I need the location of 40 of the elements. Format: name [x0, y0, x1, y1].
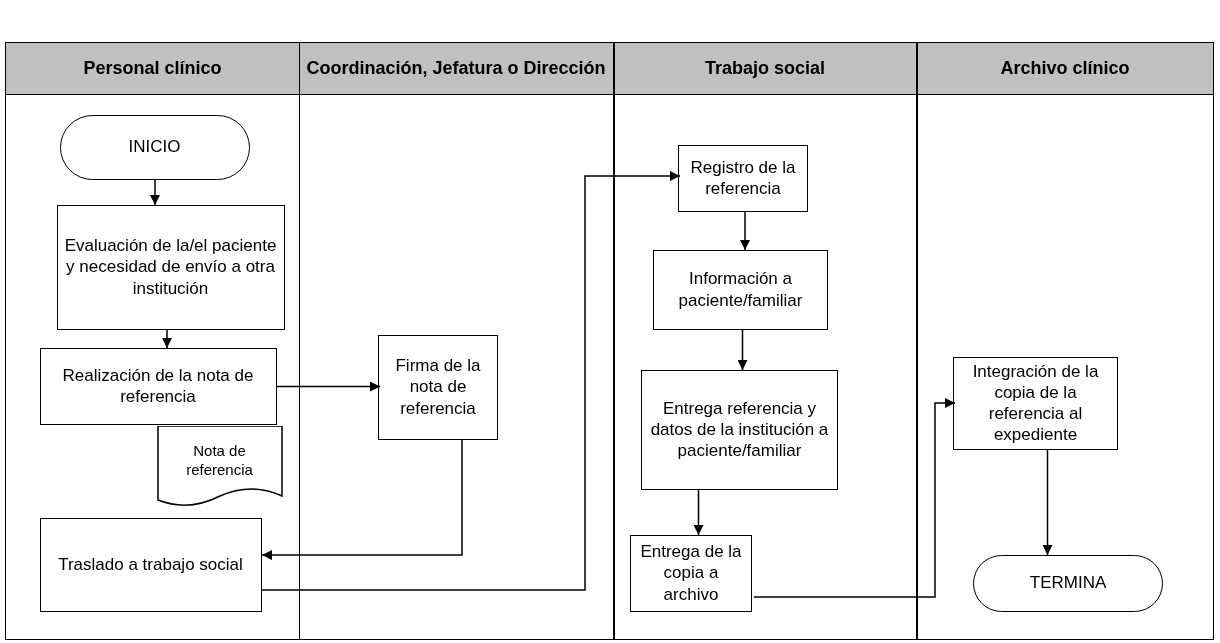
process-box: [39, 517, 262, 612]
node-label: Integración de la copia de la referencia al expediente: [971, 360, 1100, 446]
node-label: INICIO: [128, 136, 181, 158]
arrow: [150, 179, 160, 206]
swimlane: [613, 42, 917, 640]
node-label: Entrega referencia y datos de la institución a paciente/familiar: [649, 397, 830, 462]
arrow: [276, 381, 381, 392]
node-label: Entrega de la copia a archivo: [639, 541, 743, 605]
arrow: [737, 329, 748, 371]
process-box: [953, 356, 1118, 450]
process-box: [678, 144, 808, 212]
lane-header: Archivo clínico: [917, 43, 1213, 95]
lane-header: Personal clínico: [6, 43, 299, 95]
arrow: [740, 211, 750, 251]
node-label: Realización de la nota de referencia: [61, 364, 255, 408]
swimlane: [5, 42, 300, 640]
node-label: Evaluación de la/el paciente y necesidad de envío a otra institución: [63, 235, 278, 299]
process-box: [630, 534, 752, 612]
arrow: [1042, 449, 1053, 556]
node-label: Información a paciente/familiar: [677, 268, 804, 311]
process-box: [641, 369, 838, 490]
swimlane: [916, 42, 1214, 640]
arrow: [753, 398, 956, 598]
node-label: Registro de la referencia: [689, 156, 797, 200]
arrow: [693, 489, 704, 536]
swimlane: [298, 42, 614, 640]
process-box: [39, 347, 277, 425]
arrow: [162, 329, 172, 349]
lane-header: Coordinación, Jefatura o Dirección: [299, 43, 613, 95]
node-label: TERMINA: [1029, 572, 1107, 594]
terminator-shape: [973, 554, 1163, 612]
lane-header: Trabajo social: [614, 43, 916, 95]
node-label: Nota de referencia: [185, 441, 254, 480]
process-box: [378, 334, 498, 440]
node-label: Traslado a trabajo social: [58, 553, 243, 576]
node-label: Firma de la nota de referencia: [394, 355, 482, 419]
process-box: [56, 204, 285, 330]
arrow: [261, 439, 463, 560]
arrow: [261, 171, 681, 591]
process-box: [653, 249, 828, 330]
